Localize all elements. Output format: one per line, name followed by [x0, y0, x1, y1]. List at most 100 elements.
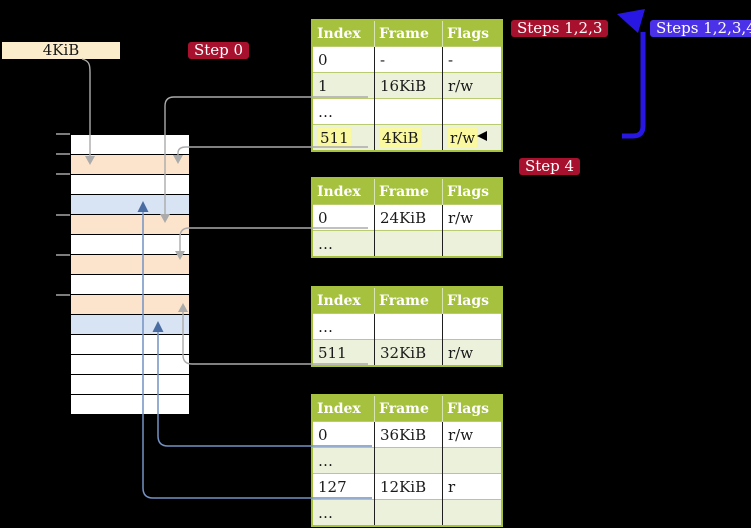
frame-row-peach: [71, 255, 189, 275]
cell-flags: [442, 499, 502, 526]
cell-frame: 36KiB: [374, 421, 443, 448]
physical-memory-stack: [70, 134, 190, 415]
column-header-frame: Frame: [374, 20, 443, 47]
frame-row-white: [71, 355, 189, 375]
cell-frame: [374, 230, 443, 257]
big-blue-arrowhead: [617, 9, 645, 33]
page-table-2: Index Frame Flags 0 24KiB r/w …: [311, 177, 503, 258]
big-blue-arrow: [622, 32, 646, 139]
column-header-flags: Flags: [442, 20, 502, 47]
cell-flags: r/w: [442, 204, 502, 231]
table-row: …: [312, 499, 502, 526]
badge-step-0: Step 0: [188, 42, 250, 59]
table-header-row: Index Frame Flags: [312, 20, 502, 47]
frame-row-white: [71, 335, 189, 355]
cell-flags: -: [442, 46, 502, 73]
column-header-frame: Frame: [374, 178, 443, 205]
table-row: 0 36KiB r/w: [312, 421, 502, 448]
table-row: 0 24KiB r/w: [312, 204, 502, 231]
cell-flags: [442, 230, 502, 257]
frame-row-peach: [71, 215, 189, 235]
address-tick: [56, 254, 70, 256]
cell-flags: r/w: [442, 72, 502, 99]
highlight: 4KiB: [380, 127, 421, 148]
frame-row-white: [71, 235, 189, 255]
cell-index: …: [312, 230, 375, 257]
frame-row-white: [71, 375, 189, 395]
cell-flags: r/w: [442, 339, 502, 366]
frame-row-peach: [71, 155, 189, 175]
frame-row-blue: [71, 195, 189, 215]
address-tick: [56, 214, 70, 216]
table-header-row: Index Frame Flags: [312, 287, 502, 314]
highlight: 511: [318, 127, 351, 148]
badge-steps-1-2-3: Steps 1,2,3: [511, 20, 609, 37]
table-row: 0 - -: [312, 46, 502, 73]
cell-index: …: [312, 98, 375, 125]
cell-frame: [374, 313, 443, 340]
frame-row-peach: [71, 295, 189, 315]
badge-step-4: Step 4: [519, 158, 581, 175]
cell-flags: r/w: [442, 124, 502, 151]
table-header-row: Index Frame Flags: [312, 395, 502, 422]
table-header-row: Index Frame Flags: [312, 178, 502, 205]
cell-frame: [374, 98, 443, 125]
address-tick: [56, 153, 70, 155]
highlight: r/w: [448, 127, 478, 148]
badge-steps-1-2-3-4: Steps 1,2,3,4: [650, 20, 751, 37]
address-tick: [56, 294, 70, 296]
frame-size-label: 4KiB: [42, 41, 80, 59]
table-row: 511 32KiB r/w: [312, 339, 502, 366]
cell-index: 127: [312, 473, 375, 500]
cell-index: …: [312, 447, 375, 474]
cell-flags: r: [442, 473, 502, 500]
table-row: 127 12KiB r: [312, 473, 502, 500]
table-row: …: [312, 313, 502, 340]
cell-index: 0: [312, 421, 375, 448]
address-tick: [56, 173, 70, 175]
table-row-highlighted: 511 4KiB r/w: [312, 124, 502, 151]
table-row: …: [312, 98, 502, 125]
table-row: …: [312, 447, 502, 474]
cell-frame: [374, 499, 443, 526]
cell-frame: 4KiB: [374, 124, 443, 151]
page-table-1: Index Frame Flags 0 - - 1 16KiB r/w … 51…: [311, 19, 503, 152]
page-table-4: Index Frame Flags 0 36KiB r/w … 127 12Ki…: [311, 394, 503, 527]
frame-row-white: [71, 395, 189, 414]
column-header-flags: Flags: [442, 395, 502, 422]
table-row: 1 16KiB r/w: [312, 72, 502, 99]
cell-index: 0: [312, 204, 375, 231]
cell-index: 1: [312, 72, 375, 99]
cell-flags: [442, 98, 502, 125]
frame-row-white: [71, 135, 189, 155]
cell-frame: 16KiB: [374, 72, 443, 99]
cell-index: 0: [312, 46, 375, 73]
cell-frame: -: [374, 46, 443, 73]
column-header-flags: Flags: [442, 178, 502, 205]
frame-row-white: [71, 175, 189, 195]
column-header-index: Index: [312, 395, 375, 422]
column-header-frame: Frame: [374, 287, 443, 314]
cell-index: …: [312, 499, 375, 526]
cell-frame: 12KiB: [374, 473, 443, 500]
cell-index: 511: [312, 124, 375, 151]
frame-size-label-box: 4KiB: [2, 42, 120, 59]
frame-row-blue: [71, 315, 189, 335]
table-row: …: [312, 230, 502, 257]
frame-row-white: [71, 275, 189, 295]
cell-flags: r/w: [442, 421, 502, 448]
cell-frame: 24KiB: [374, 204, 443, 231]
column-header-flags: Flags: [442, 287, 502, 314]
cell-flags: [442, 447, 502, 474]
cell-frame: [374, 447, 443, 474]
page-table-3: Index Frame Flags … 511 32KiB r/w: [311, 286, 503, 367]
column-header-index: Index: [312, 178, 375, 205]
column-header-frame: Frame: [374, 395, 443, 422]
address-tick: [56, 133, 70, 135]
cell-index: …: [312, 313, 375, 340]
cell-frame: 32KiB: [374, 339, 443, 366]
cell-index: 511: [312, 339, 375, 366]
cell-flags: [442, 313, 502, 340]
column-header-index: Index: [312, 287, 375, 314]
